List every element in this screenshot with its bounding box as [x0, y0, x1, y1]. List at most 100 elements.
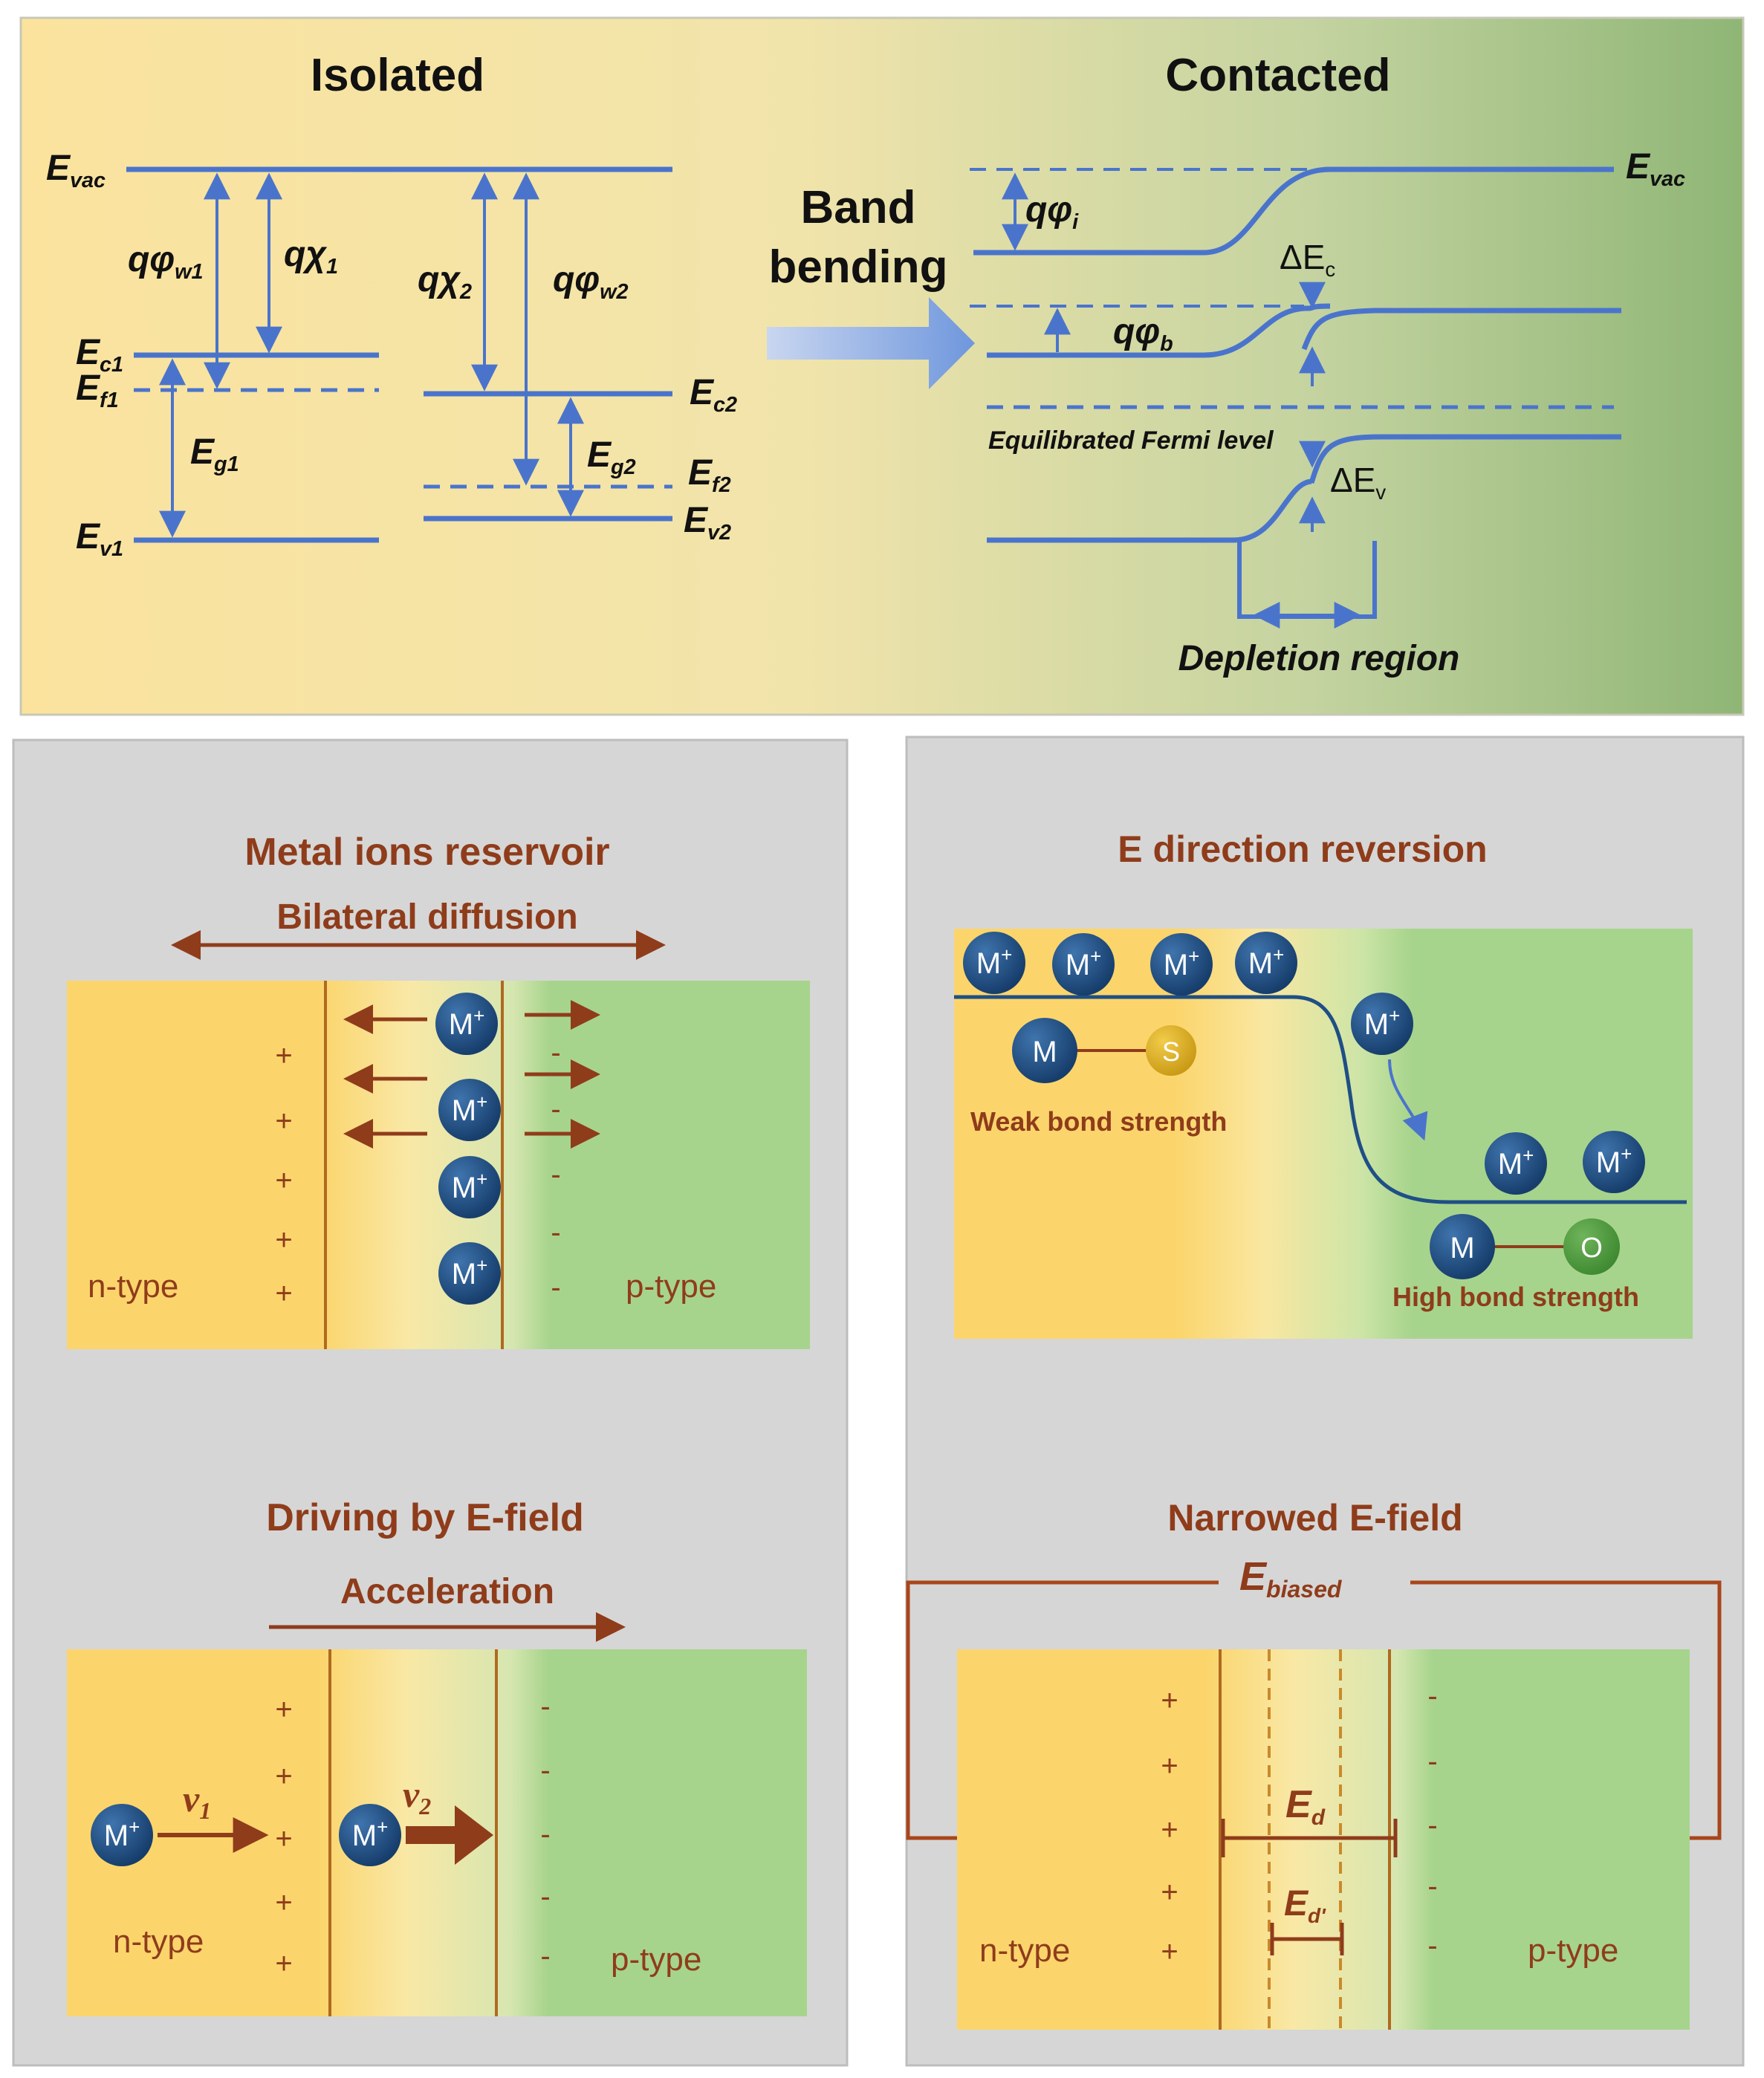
metal-ion: M+ [1150, 933, 1213, 996]
band-bending-label-1: Band [801, 182, 916, 233]
contacted-title: Contacted [1165, 50, 1390, 101]
reservoir-plus-signs: + + + + + [275, 1039, 292, 1310]
svg-text:M+: M+ [1248, 944, 1285, 980]
ed-prime-bracket [1270, 1923, 1344, 1955]
minus-sign: - [551, 1093, 560, 1126]
svg-text:M: M [1450, 1232, 1474, 1264]
ion-fast: M+ [339, 1804, 401, 1866]
svg-text:M+: M+ [452, 1254, 488, 1290]
metal-ion: M+ [1583, 1131, 1645, 1193]
driving-panel: Driving by E-field Acceleration + + + + … [67, 1496, 807, 2016]
svg-text:M+: M+ [1066, 945, 1102, 981]
plus-sign: + [1161, 1750, 1178, 1782]
metal-ion: M+ [1485, 1132, 1547, 1195]
reservoir-title: Metal ions reservoir [244, 831, 609, 874]
label-ef1: Ef1 [76, 368, 119, 412]
minus-sign: - [540, 1754, 550, 1787]
minus-sign: - [1427, 1809, 1437, 1842]
reservoir-n-label: n-type [88, 1268, 178, 1305]
reversion-band-curve [954, 995, 1687, 1204]
isolated-title: Isolated [311, 50, 484, 101]
minus-sign: - [540, 1940, 550, 1973]
label-ec2: Ec2 [690, 373, 737, 417]
driving-minus-signs: - - - - - [540, 1690, 550, 1973]
band-bending-arrow [767, 297, 975, 389]
label-qchi1: qχ1 [284, 235, 338, 279]
velocity-arrow-v2 [406, 1805, 493, 1865]
label-qphib: qφb [1113, 312, 1173, 356]
label-v1: v1 [183, 1778, 211, 1824]
label-qphiw1: qφw1 [128, 240, 204, 284]
svg-text:M+: M+ [452, 1091, 488, 1127]
plus-sign: + [275, 1224, 292, 1256]
ion-slow: M+ [91, 1804, 153, 1866]
ev-curve [987, 478, 1312, 543]
svg-text:M+: M+ [1364, 1004, 1401, 1041]
minus-sign: - [540, 1880, 550, 1913]
plus-sign: + [1161, 1935, 1178, 1968]
contacted-bands [970, 166, 1621, 629]
minus-sign: - [540, 1818, 550, 1851]
minus-sign: - [1427, 1745, 1437, 1778]
ec2-curve [1301, 308, 1621, 351]
label-ed: Ed [1285, 1783, 1326, 1830]
plus-sign: + [1161, 1684, 1178, 1717]
svg-text:M: M [1032, 1036, 1057, 1068]
plus-sign: + [275, 1760, 292, 1793]
metal-ion-moving: M+ [1351, 993, 1413, 1055]
m-s-bond: M S [1012, 1018, 1196, 1083]
reservoir-diffusion-arrows [343, 1000, 600, 1149]
driving-subtitle: Acceleration [340, 1572, 554, 1611]
metal-atom [1430, 1214, 1495, 1279]
bias-circuit [906, 1580, 1722, 1840]
label-ef2: Ef2 [688, 453, 731, 497]
plus-sign: + [275, 1693, 292, 1726]
label-delta-ec: ΔEc [1280, 238, 1335, 281]
label-evac-left: Evac [46, 149, 106, 192]
label-qphii: qφi [1025, 190, 1079, 234]
svg-text:M+: M+ [1498, 1144, 1534, 1181]
reservoir-ions: M+ M+ M+ M+ [435, 993, 501, 1305]
driving-title: Driving by E-field [266, 1496, 584, 1539]
minus-sign: - [1427, 1929, 1437, 1962]
reversion-panel: E direction reversion M+ M+ M+ M+ M+ M+ … [954, 828, 1693, 1339]
isolated-arrows [159, 172, 584, 538]
plus-sign: + [275, 1277, 292, 1310]
metal-ion: M+ [435, 993, 498, 1055]
plus-sign: + [275, 1822, 292, 1855]
label-ed-prime: Ed' [1284, 1884, 1326, 1927]
plus-sign: + [275, 1947, 292, 1980]
label-eg2: Eg2 [587, 435, 636, 479]
svg-text:M+: M+ [452, 1168, 488, 1204]
plus-sign: + [1161, 1814, 1178, 1846]
depletion-region-label: Depletion region [1178, 639, 1460, 678]
band-bending-label-2: bending [768, 241, 947, 293]
evac-curve [973, 166, 1614, 256]
label-qphiw2: qφw2 [553, 260, 629, 304]
label-ebiased: Ebiased [1239, 1554, 1343, 1603]
label-eg1: Eg1 [190, 432, 239, 476]
metal-ion: M+ [963, 932, 1025, 994]
minus-sign: - [1427, 1680, 1437, 1712]
label-ec1: Ec1 [76, 333, 123, 377]
weak-bond-label: Weak bond strength [970, 1106, 1227, 1137]
driving-n-label: n-type [113, 1923, 204, 1960]
metal-atom [1012, 1018, 1077, 1083]
label-ev2: Ev2 [684, 501, 731, 545]
label-evac-right: Evac [1626, 147, 1685, 191]
plus-sign: + [275, 1886, 292, 1919]
reservoir-subtitle: Bilateral diffusion [276, 897, 577, 937]
ion-drift-arrow [1388, 1059, 1428, 1141]
minus-sign: - [551, 1158, 560, 1191]
narrowed-p-label: p-type [1528, 1932, 1618, 1969]
svg-text:M+: M+ [1596, 1143, 1632, 1179]
ed-bracket [1221, 1819, 1398, 1857]
driving-p-label: p-type [611, 1941, 701, 1978]
fermi-level-label: Equilibrated Fermi level [988, 426, 1274, 455]
narrowed-title: Narrowed E-field [1167, 1497, 1462, 1539]
narrowed-panel: Narrowed E-field Ebiased + + + + + - - -… [906, 1497, 1722, 2030]
narrowed-plus-signs: + + + + + [1161, 1684, 1178, 1968]
reversion-title: E direction reversion [1118, 828, 1487, 870]
